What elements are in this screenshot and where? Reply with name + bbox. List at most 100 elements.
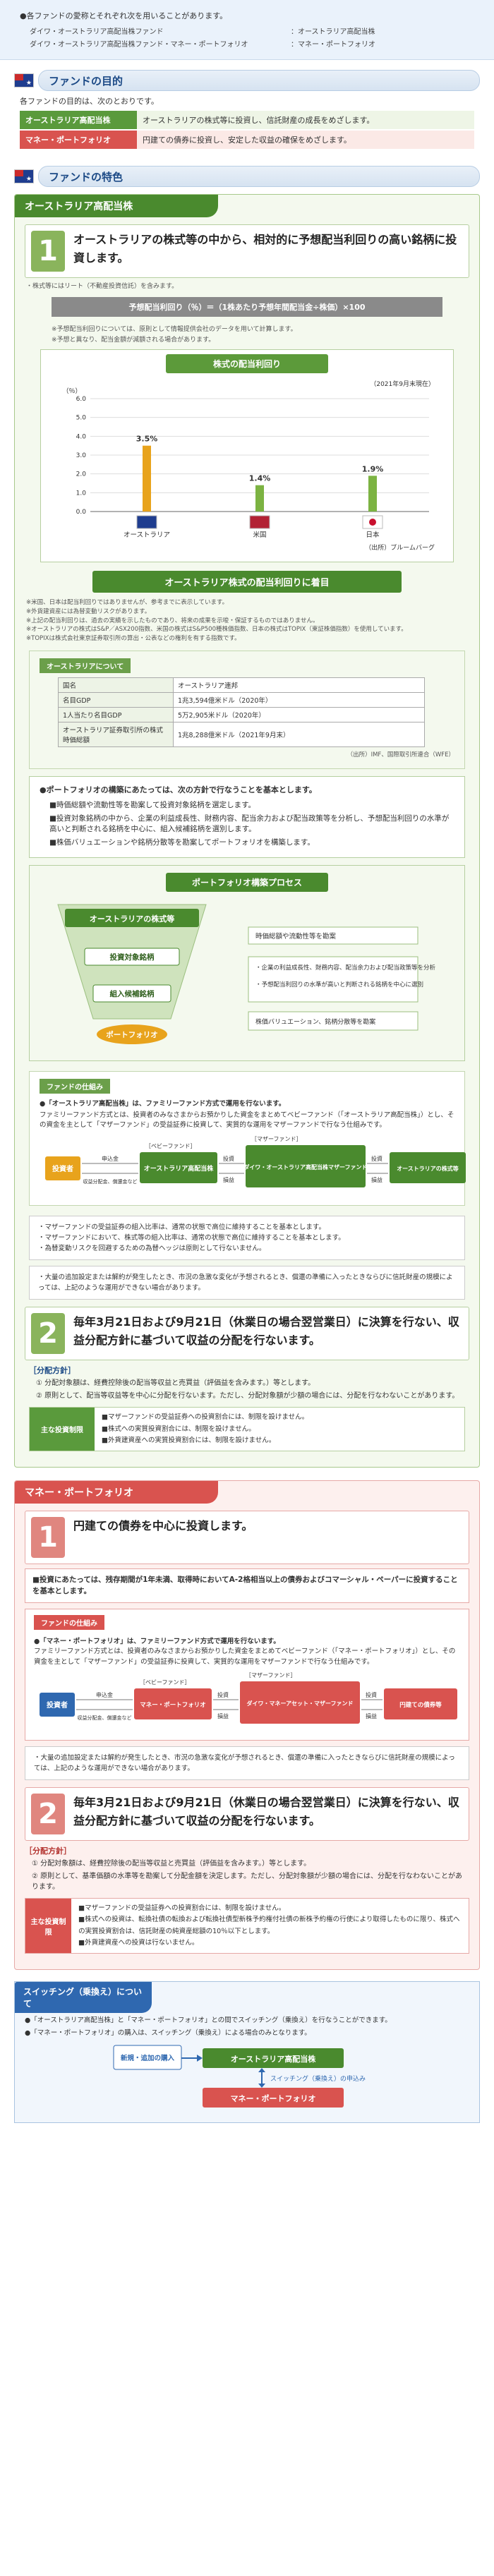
purpose-heading: ファンドの目的 [14, 70, 480, 91]
purpose-table: オーストラリア高配当株 オーストラリアの株式等に投資し、信託財産の成長をめざしま… [20, 111, 474, 150]
process-step-box [97, 1024, 167, 1044]
point-number: 1 [31, 1516, 65, 1558]
investor-label: 投資者 [47, 1700, 68, 1710]
distribution-policy-line: ① 分配対象額は、経費控除後の配当等収益と売買益（評価益を含みます。）等とします… [36, 1379, 315, 1388]
svg-text:損益: 損益 [223, 1176, 234, 1183]
x-category-label: オーストラリア [124, 531, 170, 539]
bar-2 [368, 476, 377, 512]
nickname-row: ダイワ・オーストラリア高配当株ファンド・マネー・ポートフォリオ ：マネー・ポート… [30, 41, 375, 49]
point-sub-note: ・株式等にはリート（不動産投資信託）を含みます。 [26, 283, 179, 290]
process-step-box [65, 908, 199, 927]
mother-fund-label: ダイワ・マネーアセット・マザーファンド [246, 1700, 353, 1707]
point-number: 2 [31, 1794, 65, 1835]
nickname-lead: ●各ファンドの愛称とそれぞれ次を用いることがあります。 [20, 11, 228, 20]
process-note: ・予想配当利回りの水準が高いと判断される銘柄を中心に選別 [255, 981, 423, 988]
list-item: ■投資対象銘柄の中から、企業の利益成長性、財務内容、配当余力および配当政策等を分… [49, 814, 450, 833]
us-flag-icon [249, 515, 270, 529]
portfolio-policy-box: ●ポートフォリオの構築にあたっては、次の方針で行なうことを基本とします。 ■時価… [29, 775, 465, 858]
attention-banner: オーストラリア株式の配当利回りに着目 [92, 571, 402, 593]
fund-desc-cell: オーストラリアの株式等に投資し、信託財産の成長をめざします。 [137, 111, 474, 131]
formula-note: ※予想配当利回りについては、原則として情報提供会社のデータを用いて計算します。 [52, 326, 297, 333]
fund-name-cell: マネー・ポートフォリオ [20, 130, 137, 150]
distribution-policy-heading: ［分配方針］ [29, 1366, 76, 1376]
family-fund-diagram: 投資者 申込金 収益分配金、償還金など ［ベビーファンド］ オーストラリア高配当… [45, 1136, 466, 1187]
chart-notes: ※米国、日本は配当利回りではありませんが、参考までに表示しています。 ※外貨建資… [26, 599, 407, 642]
x-category-label: 日本 [366, 531, 380, 539]
process-note: 株価バリュエーション、銘柄分散等を勘案 [255, 1017, 375, 1026]
dividend-yield-chart: （2021年9月末現在） （％） 0.01.02.03.04.05.06.0 3… [62, 380, 435, 552]
list-item: ■株価バリュエーションや銘柄分散等を勘案してポートフォリオを構築します。 [49, 837, 315, 847]
baby-fund-label: マネー・ポートフォリオ [140, 1701, 206, 1709]
fund-a-section: オーストラリア高配当株 1 オーストラリアの株式等の中から、相対的に予想配当利回… [14, 194, 480, 1468]
distribution-policy-line: ② 原則として、配当等収益等を中心に分配を行ないます。ただし、分配対象額が少額の… [36, 1392, 459, 1401]
bar-1 [255, 485, 264, 512]
family-fund-diagram: 投資者 申込金 収益分配金、償還金など ［ベビーファンド］ マネー・ポートフォリ… [40, 1672, 457, 1724]
feature-point-2: 2 毎年3月21日および9月21日（休業日の場合翌営業日）に決算を行ない、収益分… [25, 1307, 469, 1361]
japan-flag-circle [369, 519, 376, 526]
allocation-bullets: ・マザーファンドの受益証券の組入比率は、通常の状態で高位に維持することを基本とし… [29, 1215, 465, 1261]
svg-text:申込金: 申込金 [96, 1691, 113, 1698]
bar-0 [143, 445, 151, 512]
svg-text:収益分配金、償還金など: 収益分配金、償還金など [78, 1715, 132, 1721]
distribution-policy-line: ② 原則として、基準価額の水準等を勘案して分配金額を決定します。ただし、分配対象… [32, 1873, 463, 1892]
process-note-box [248, 926, 418, 945]
mother-fund-label: ダイワ・オーストラリア高配当株マザーファンド [243, 1163, 367, 1171]
caution-note: ・大量の追加設定または解約が発生したとき、市況の急激な変化が予想されるとき、償還… [25, 1746, 469, 1781]
y-tick-label: 1.0 [76, 490, 87, 497]
process-diagram: オーストラリアの株式等 投資対象銘柄 組入候補銘柄 ポートフォリオ 時価総額や流… [57, 904, 436, 1044]
australia-info-source: （出所）IMF、国際取引所連合（WFE） [347, 751, 454, 758]
chart-as-of: （2021年9月末現在） [370, 380, 435, 388]
x-category-label: 米国 [253, 531, 266, 539]
mechanism-label: ファンドの仕組み [34, 1615, 104, 1631]
y-tick-label: 3.0 [76, 452, 87, 459]
y-tick-label: 0.0 [76, 509, 87, 516]
australia-flag-icon [136, 515, 157, 529]
y-tick-label: 5.0 [76, 415, 87, 422]
investment-limits: 主な投資制限 ■マザーファンドの受益証券への投資割合には、制限を設けません。 ■… [29, 1407, 465, 1451]
distribution-policy-line: ① 分配対象額は、経費控除後の配当等収益と売買益（評価益を含みます。）等とします… [32, 1860, 311, 1868]
portfolio-policy-lead: ●ポートフォリオの構築にあたっては、次の方針で行なうことを基本とします。 [40, 785, 317, 794]
process-step-2: 投資対象銘柄 [110, 953, 155, 962]
portfolio-process: ポートフォリオ構築プロセス オーストラリアの株式等 投資対象銘柄 組入候補銘柄 … [29, 864, 465, 1061]
svg-text:申込金: 申込金 [102, 1155, 119, 1162]
page: ●各ファンドの愛称とそれぞれ次を用いることがあります。 ダイワ・オーストラリア高… [0, 0, 494, 2133]
switching-diagram: 新規・追加の購入 オーストラリア高配当株 マネー・ポートフォリオ スイッチング（… [113, 2045, 366, 2108]
point-text: オーストラリアの株式等の中から、相対的に予想配当利回りの高い銘柄に投資します。 [73, 233, 457, 265]
point-text: 円建ての債券を中心に投資します。 [73, 1518, 253, 1532]
point-text: 毎年3月21日および9月21日（休業日の場合翌営業日）に決算を行ない、収益分配方… [73, 1315, 459, 1348]
fund-name-cell: オーストラリア高配当株 [20, 111, 137, 131]
australia-flag-icon [14, 169, 34, 183]
investment-limits-label: 主な投資制限 [25, 1899, 72, 1953]
switching-section: スイッチング（乗換え）について ●「オーストラリア高配当株」と「マネー・ポートフ… [14, 1981, 480, 2124]
process-step-1: オーストラリアの株式等 [90, 914, 174, 924]
investment-limits-label: 主な投資制限 [30, 1408, 95, 1451]
svg-text:損益: 損益 [371, 1176, 382, 1183]
chart-source: （出所）ブルームバーグ [365, 543, 435, 552]
process-note: 時価総額や流動性等を勘案 [255, 932, 337, 941]
y-axis-unit: （％） [62, 387, 81, 395]
baby-fund-label: オーストラリア高配当株 [144, 1164, 215, 1173]
table-row: マネー・ポートフォリオ 円建ての債券に投資し、安定した収益の確保をめざします。 [20, 130, 474, 150]
nickname-row: ダイワ・オーストラリア高配当株ファンド ：オーストラリア高配当株 [30, 28, 375, 36]
list-item: ■時価総額や流動性等を勘案して投資対象銘柄を選定します。 [49, 800, 256, 809]
switching-title: スイッチング（乗換え）について [15, 1981, 152, 2013]
svg-text:損益: 損益 [366, 1712, 377, 1719]
fund-a-title: オーストラリア高配当株 [15, 195, 218, 217]
fund-b-title: マネー・ポートフォリオ [15, 1480, 218, 1504]
fund-desc-cell: 円建ての債券に投資し、安定した収益の確保をめざします。 [137, 130, 474, 150]
svg-text:損益: 損益 [217, 1712, 229, 1719]
dividend-yield-formula: 予想配当利回り（％）＝（1株あたり予想年間配当金÷株価）×100 [52, 297, 442, 317]
fund-mechanism: ファンドの仕組み ●「オーストラリア高配当株」は、ファミリーファンド方式で運用を… [29, 1070, 466, 1206]
svg-text:投資: 投資 [371, 1155, 382, 1162]
process-step-4: ポートフォリオ [106, 1030, 158, 1039]
australia-info-label: オーストラリアについて [40, 658, 131, 673]
investor-label: 投資者 [52, 1164, 73, 1173]
bar-value-label: 1.4% [249, 474, 271, 483]
